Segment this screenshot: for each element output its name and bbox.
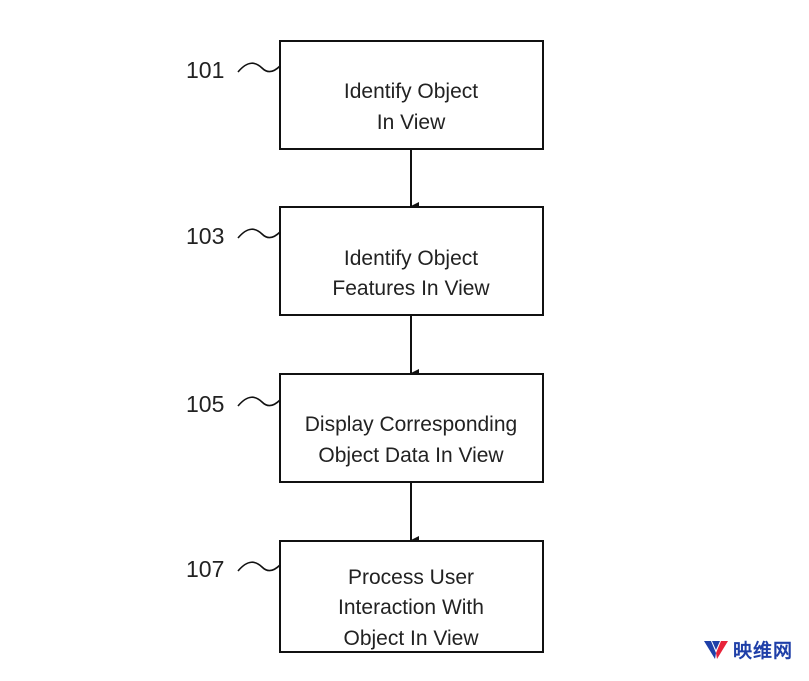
step-text-line: Process User	[348, 566, 474, 589]
reference-numeral: 107	[186, 556, 224, 582]
step-box	[279, 540, 544, 653]
step-107: Process User Interaction With Object In …	[186, 540, 544, 653]
watermark: 映维网	[703, 636, 793, 663]
reference-numeral: 105	[186, 391, 224, 417]
leader-squiggle	[237, 62, 281, 73]
step-text-line: Display Corresponding	[305, 413, 517, 436]
step-text-line: Identify Object	[344, 80, 478, 103]
step-text-line: Object Data In View	[318, 444, 504, 467]
step-box	[279, 40, 544, 150]
watermark-text: 映维网	[732, 640, 793, 662]
step-101: Identify Object In View 101	[186, 40, 544, 150]
leader-squiggle	[237, 561, 281, 572]
step-text-line: Interaction With	[338, 596, 484, 619]
step-text-line: In View	[377, 111, 446, 134]
step-105: Display Corresponding Object Data In Vie…	[186, 373, 544, 483]
reference-numeral: 101	[186, 57, 224, 83]
step-box	[279, 373, 544, 483]
brand-logo-icon	[703, 640, 728, 659]
leader-squiggle	[237, 396, 281, 407]
step-box	[279, 206, 544, 316]
step-103: Identify Object Features In View 103	[186, 206, 544, 316]
leader-squiggle	[237, 228, 281, 239]
reference-numeral: 103	[186, 223, 224, 249]
step-text-line: Features In View	[332, 277, 490, 300]
step-text-line: Object In View	[343, 627, 479, 650]
step-text-line: Identify Object	[344, 247, 478, 270]
